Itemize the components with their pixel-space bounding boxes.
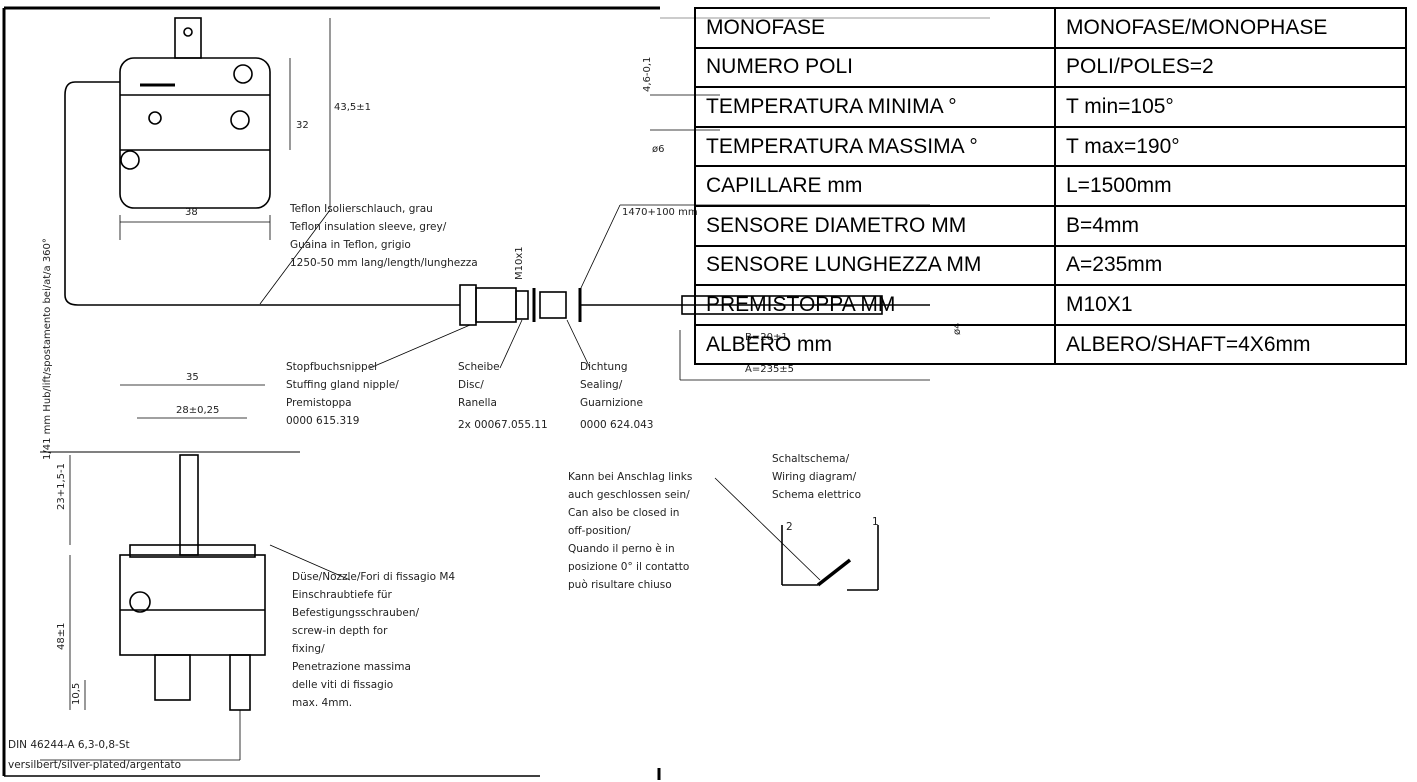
specification-table: MONOFASE MONOFASE/MONOPHASE NUMERO POLI … [694,7,1407,366]
thermostat-top-view [64,17,460,306]
spec-value: T min=105° [1054,86,1407,128]
svg-text:versilbert/silver-plated/argen: versilbert/silver-plated/argentato [8,759,181,771]
svg-text:Sealing/: Sealing/ [580,379,623,391]
thermostat-side-view [40,384,351,761]
spec-label: MONOFASE [694,7,1056,49]
dim-m10x1: M10x1 [514,246,525,280]
svg-text:posizione 0° il contatto: posizione 0° il contatto [568,561,689,573]
spec-label: ALBERO mm [694,323,1056,366]
dim-48: 48±1 [56,623,67,650]
spec-label: SENSORE DIAMETRO MM [694,204,1056,247]
table-row: SENSORE DIAMETRO MM B=4mm [694,204,1407,247]
table-row: MONOFASE MONOFASE/MONOPHASE [694,7,1407,49]
spec-value: POLI/POLES=2 [1054,46,1407,89]
svg-text:può risultare chiuso: può risultare chiuso [568,579,672,591]
svg-text:Wiring diagram/: Wiring diagram/ [772,471,857,483]
svg-text:auch geschlossen sein/: auch geschlossen sein/ [568,489,690,501]
svg-text:2x 00067.055.11: 2x 00067.055.11 [458,419,548,431]
label-wiring-diagram: Schaltschema/ Wiring diagram/ Schema ele… [772,453,861,501]
svg-text:Stuffing gland nipple/: Stuffing gland nipple/ [286,379,399,391]
svg-text:Befestigungsschrauben/: Befestigungsschrauben/ [292,607,420,619]
spec-label: SENSORE LUNGHEZZA MM [694,244,1056,287]
svg-text:Ranella: Ranella [458,397,497,409]
svg-text:DIN 46244-A 6,3-0,8-St: DIN 46244-A 6,3-0,8-St [8,739,130,751]
svg-text:0000 624.043: 0000 624.043 [580,419,653,431]
svg-text:0000 615.319: 0000 615.319 [286,415,359,427]
spec-label: TEMPERATURA MASSIMA ° [694,125,1056,168]
table-row: PREMISTOPPA MM M10X1 [694,284,1407,326]
leader-closed [714,477,821,581]
wiring-schematic [781,525,879,591]
spec-value: T max=190° [1054,125,1407,168]
label-disc: Scheibe Disc/ Ranella 2x 00067.055.11 [458,361,548,431]
svg-text:Guarnizione: Guarnizione [580,397,643,409]
svg-text:Quando il perno è in: Quando il perno è in [568,543,675,555]
svg-text:Kann bei Anschlag links: Kann bei Anschlag links [568,471,692,483]
svg-text:Teflon insulation sleeve, grey: Teflon insulation sleeve, grey/ [289,221,447,233]
dim-28: 28±0,25 [176,405,219,416]
svg-text:Schaltschema/: Schaltschema/ [772,453,850,465]
svg-text:Einschraubtiefe für: Einschraubtiefe für [292,589,393,601]
svg-text:screw-in depth for: screw-in depth for [292,625,388,637]
label-sealing: Dichtung Sealing/ Guarnizione 0000 624.0… [580,361,653,431]
svg-text:Stopfbuchsnippel: Stopfbuchsnippel [286,361,377,373]
label-teflon-sleeve: Teflon Isolierschlauch, grau Teflon insu… [289,203,478,269]
table-row: NUMERO POLI POLI/POLES=2 [694,46,1407,89]
table-row: SENSORE LUNGHEZZA MM A=235mm [694,244,1407,287]
travel-note: 1/41 mm Hub/lift/spostamento bei/at/a 36… [42,238,53,460]
svg-text:Düse/Nozzle/Fori di fissagio M: Düse/Nozzle/Fori di fissagio M4 [292,571,455,583]
label-nozzle-fixing: Düse/Nozzle/Fori di fissagio M4 Einschra… [292,571,455,709]
svg-text:Can also be closed in: Can also be closed in [568,507,679,519]
spec-label: NUMERO POLI [694,46,1056,89]
dim-d6: ø6 [652,144,664,155]
svg-text:Schema elettrico: Schema elettrico [772,489,861,501]
terminal-1: 1 [872,516,879,528]
label-closed-position: Kann bei Anschlag links auch geschlossen… [568,471,692,591]
label-din: DIN 46244-A 6,3-0,8-St versilbert/silver… [8,739,181,771]
table-row: CAPILLARE mm L=1500mm [694,165,1407,207]
svg-text:Premistoppa: Premistoppa [286,397,352,409]
dim-10-5: 10,5 [71,683,82,705]
dim-32: 32 [296,120,309,131]
dim-43-5: 43,5±1 [334,102,371,113]
spec-value: A=235mm [1054,244,1407,287]
svg-text:off-position/: off-position/ [568,525,631,537]
spec-value: M10X1 [1054,284,1407,326]
svg-text:delle viti di fissagio: delle viti di fissagio [292,679,393,691]
dim-38: 38 [185,207,198,218]
svg-text:Disc/: Disc/ [458,379,484,391]
spec-value: MONOFASE/MONOPHASE [1054,7,1407,49]
label-stuffing-gland: Stopfbuchsnippel Stuffing gland nipple/ … [286,361,399,427]
spec-label: CAPILLARE mm [694,165,1056,207]
dim-35: 35 [186,372,199,383]
dim-4-6: 4,6-0,1 [642,57,653,92]
svg-text:Teflon Isolierschlauch, grau: Teflon Isolierschlauch, grau [289,203,433,215]
spec-value: L=1500mm [1054,165,1407,207]
dim-23: 23+1,5-1 [56,463,67,510]
svg-text:Guaina in Teflon, grigio: Guaina in Teflon, grigio [290,239,411,251]
table-row: ALBERO mm ALBERO/SHAFT=4X6mm [694,323,1407,366]
spec-label: TEMPERATURA MINIMA ° [694,86,1056,128]
terminal-2: 2 [786,521,793,533]
svg-text:1250-50 mm lang/length/lunghez: 1250-50 mm lang/length/lunghezza [290,257,478,269]
spec-value: ALBERO/SHAFT=4X6mm [1054,323,1407,366]
svg-text:Scheibe: Scheibe [458,361,500,373]
svg-text:Penetrazione massima: Penetrazione massima [292,661,411,673]
dim-1470: 1470+100 mm [622,207,698,218]
svg-text:Dichtung: Dichtung [580,361,628,373]
spec-value: B=4mm [1054,204,1407,247]
svg-text:fixing/: fixing/ [292,643,325,655]
table-row: TEMPERATURA MINIMA ° T min=105° [694,86,1407,128]
spec-label: PREMISTOPPA MM [694,284,1056,326]
dim-a235: A=235±5 [745,364,794,375]
table-row: TEMPERATURA MASSIMA ° T max=190° [694,125,1407,168]
svg-text:max. 4mm.: max. 4mm. [292,697,352,709]
